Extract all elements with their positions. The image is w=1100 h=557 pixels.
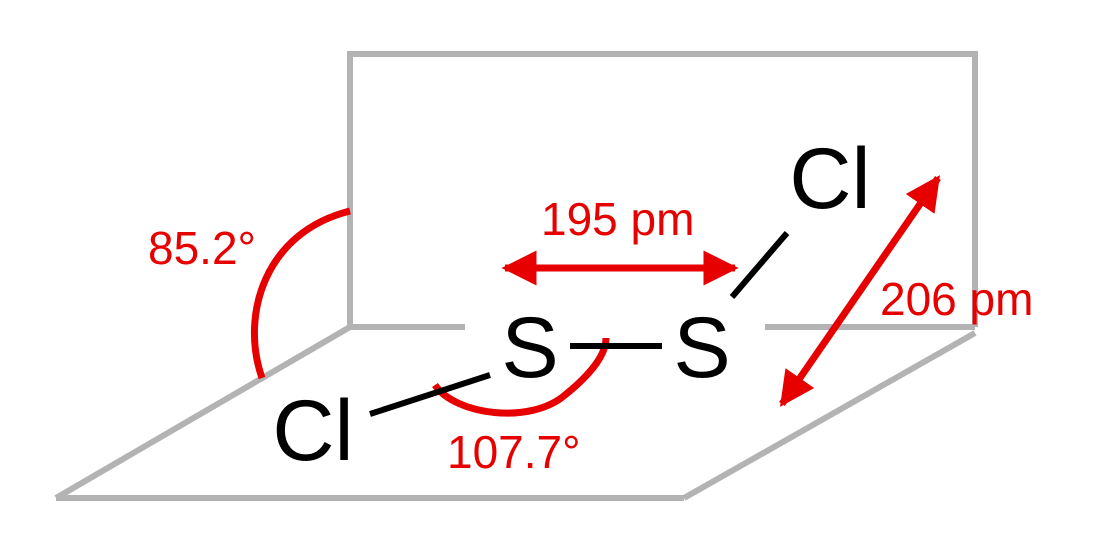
s-cl-bond-right (729, 231, 790, 299)
vertical-plane (347, 51, 978, 327)
label-s-s-bond-length: 195 pm (541, 193, 694, 245)
dihedral-angle-arc (251, 207, 351, 380)
horizontal-plane-left-edge (54, 324, 352, 501)
atom-sulfur-right: S (673, 300, 730, 396)
bond-angle-arc (432, 337, 610, 417)
atom-sulfur-left: S (501, 300, 558, 396)
label-dihedral-angle: 85.2° (148, 222, 256, 274)
s-cl-length-arrow (779, 175, 941, 407)
label-bond-angle: 107.7° (447, 426, 581, 478)
label-s-cl-bond-length: 206 pm (880, 273, 1033, 325)
s-cl-bond-left (369, 372, 491, 417)
atom-chlorine-right: Cl (789, 131, 870, 227)
atom-chlorine-left: Cl (272, 383, 353, 479)
